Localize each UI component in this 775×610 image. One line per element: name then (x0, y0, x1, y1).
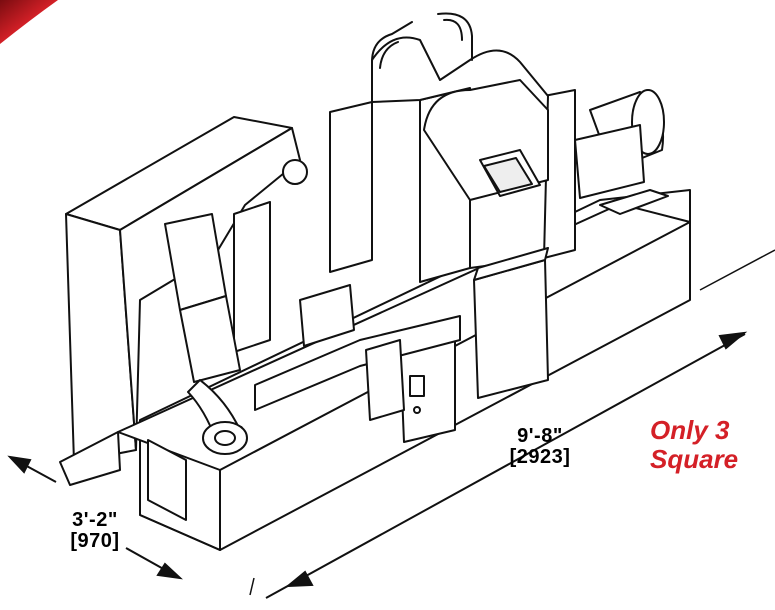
depth-arrow-start (7, 455, 32, 474)
motor-drum (574, 89, 669, 215)
depth-dimension-label: 3'-2" [970] (45, 510, 145, 552)
length-dimension-label: 9'-8" [2923] (490, 426, 590, 468)
tagline-line1: Only 3 (650, 415, 730, 445)
hmi-screen (479, 149, 541, 197)
control-cabinet (399, 247, 549, 443)
left-mechanism (164, 159, 308, 441)
length-imperial: 9'-8" (517, 425, 563, 447)
depth-imperial: 3'-2" (72, 509, 118, 531)
footprint-tagline: Only 3 Square (650, 415, 739, 475)
tagline-line2: Square (650, 444, 739, 475)
conveyor-section (254, 284, 461, 421)
dimension-lines (7, 249, 775, 599)
depth-arrow-end (156, 562, 183, 580)
feed-wheel (202, 421, 248, 455)
length-metric: [2923] (509, 446, 571, 468)
length-dimension-line (265, 333, 746, 599)
tubing (371, 12, 473, 69)
brand-swoosh (0, 0, 58, 44)
length-arrow-start (285, 570, 314, 588)
length-arrow-end (718, 331, 748, 350)
depth-metric: [970] (70, 530, 120, 552)
left-cabinet (65, 116, 301, 463)
